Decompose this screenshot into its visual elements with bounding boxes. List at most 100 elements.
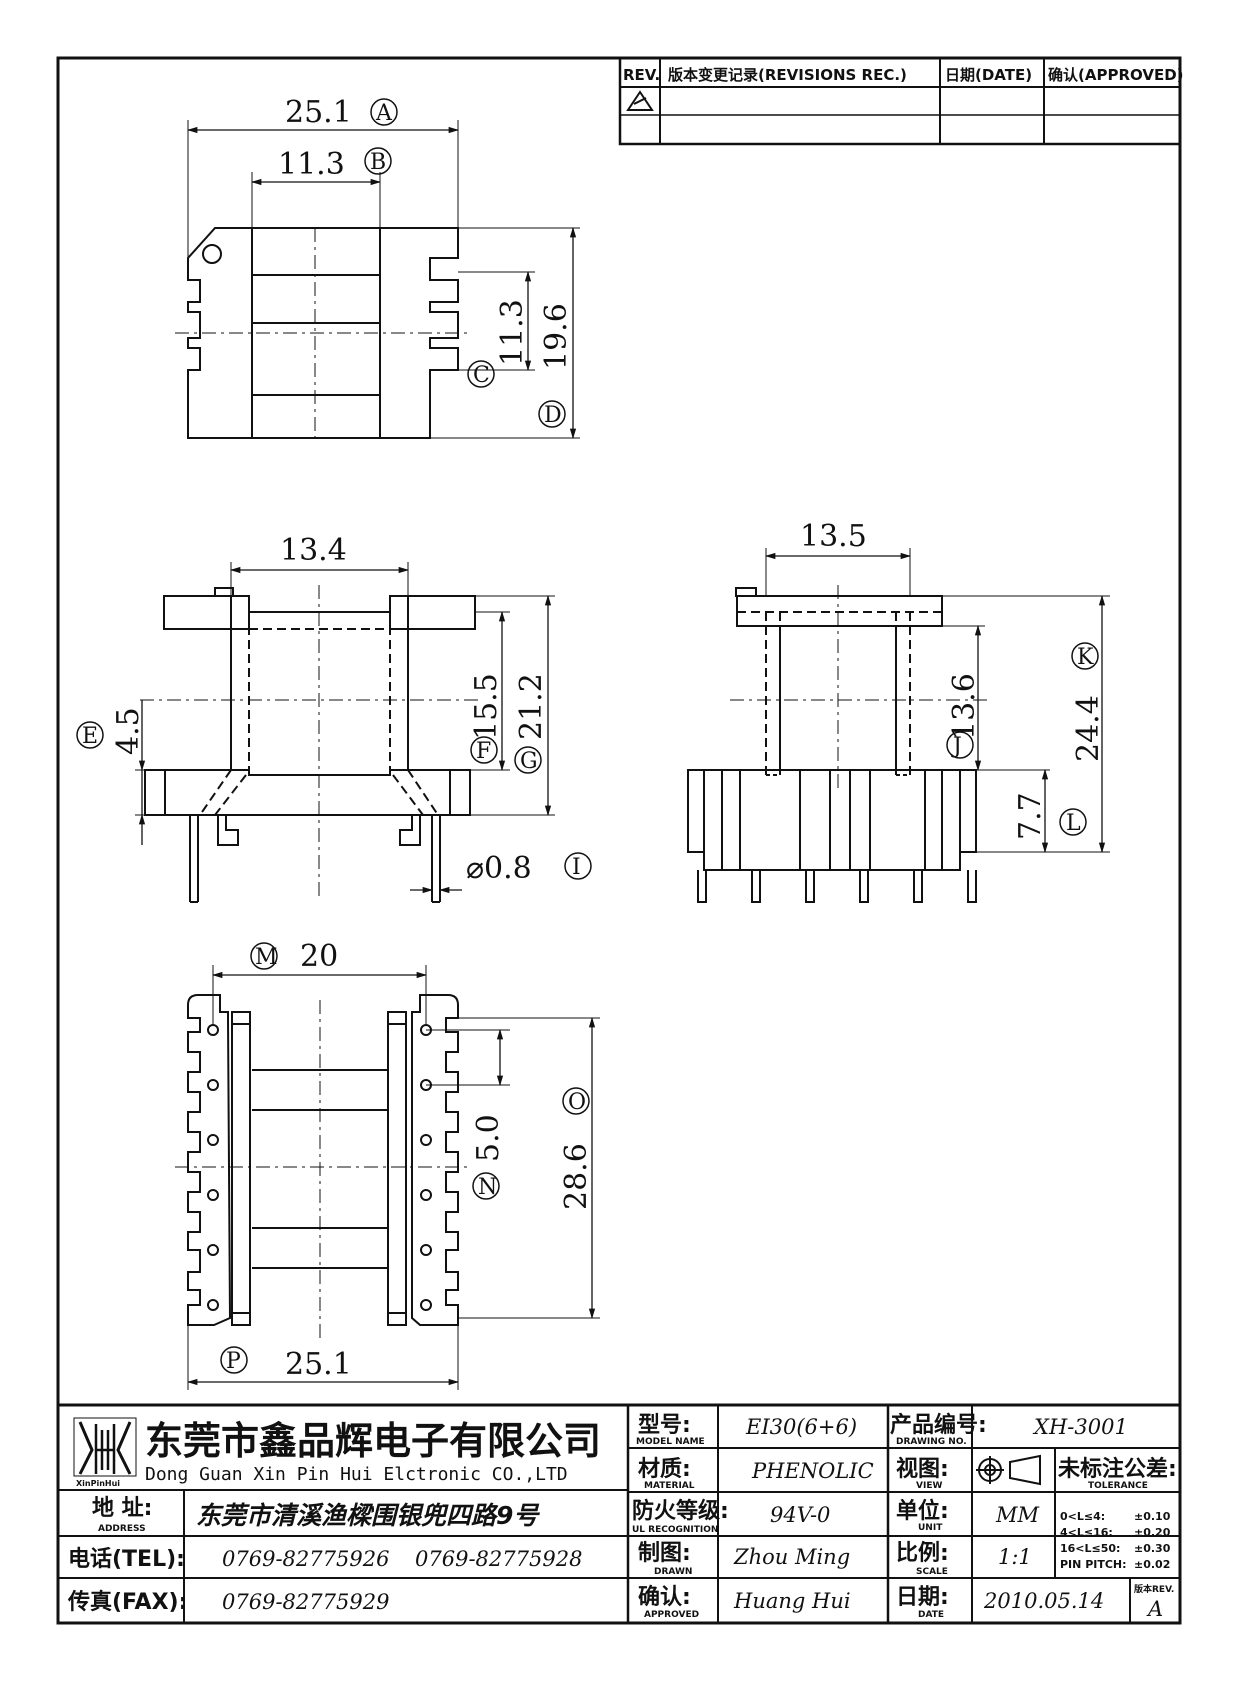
company-name-en: Dong Guan Xin Pin Hui Elctronic CO.,LTD — [145, 1464, 568, 1485]
side-pins — [697, 870, 977, 903]
unit-value: MM — [995, 1503, 1040, 1527]
dim-side-inner: 13.6 — [947, 673, 982, 740]
svg-text:K: K — [1077, 645, 1094, 670]
dim-top-inner: 11.3 — [278, 147, 345, 182]
scale-label: 比例: — [896, 1541, 949, 1566]
material-value: PHENOLIC — [751, 1459, 874, 1483]
dim-front-flange: 4.5 — [111, 707, 146, 755]
tel-label: 电话(TEL): — [68, 1547, 185, 1572]
svg-text:E: E — [82, 724, 98, 749]
date-value: 2010.05.14 — [983, 1589, 1104, 1613]
tag-c-icon: C — [467, 360, 495, 388]
material-label-en: MATERIAL — [644, 1481, 695, 1491]
tag-b-icon: B — [364, 147, 392, 175]
svg-text:C: C — [473, 363, 490, 388]
drawing-border — [56, 56, 1182, 1625]
address-label-en: ADDRESS — [98, 1524, 146, 1534]
tag-o-icon: O — [562, 1087, 590, 1115]
front-view — [135, 562, 555, 903]
svg-text:P: P — [226, 1349, 241, 1374]
dim-bottom-width: 25.1 — [285, 1347, 352, 1382]
side-view — [687, 548, 1110, 903]
scale-value: 1:1 — [998, 1545, 1032, 1569]
dim-bottom-height: 28.6 — [559, 1143, 594, 1210]
drawing-no-label: 产品编号: — [890, 1412, 987, 1438]
view-label: 视图: — [896, 1456, 949, 1482]
tag-k-icon: K — [1071, 642, 1099, 670]
drawn-label: 制图: — [638, 1541, 691, 1566]
tolerance-label-en: TOLERANCE — [1088, 1481, 1148, 1491]
tag-i-icon: I — [564, 852, 592, 880]
tel-value-2: 0769-82775928 — [415, 1547, 582, 1571]
view-label-en: VIEW — [916, 1481, 942, 1491]
tolerance-value-3: ±0.30 — [1134, 1542, 1171, 1555]
dim-pin-diameter: ⌀0.8 — [466, 851, 532, 886]
svg-text:XinPinHui: XinPinHui — [76, 1479, 120, 1488]
ul-label: 防火等级: — [632, 1498, 729, 1524]
dim-top-slot: 11.3 — [495, 299, 530, 366]
tag-l-icon: L — [1059, 808, 1087, 836]
tag-g-icon: G — [514, 746, 542, 774]
left-pin-rail — [187, 994, 232, 1326]
tel-value-1: 0769-82775926 — [222, 1547, 389, 1571]
tag-f-icon: F — [470, 736, 498, 764]
tag-e-icon: E — [76, 721, 104, 749]
revision-date-header: 日期(DATE) — [945, 66, 1032, 84]
tolerance-value-1: ±0.10 — [1134, 1510, 1171, 1523]
address-label: 地 址: — [92, 1496, 152, 1521]
svg-text:O: O — [568, 1090, 586, 1115]
dim-top-width: 25.1 — [285, 95, 352, 130]
svg-text:A: A — [375, 101, 393, 126]
dim-bottom-pin-pitch: 5.0 — [471, 1114, 506, 1162]
unit-label: 单位: — [896, 1498, 949, 1524]
tag-a-icon: A — [370, 98, 398, 126]
revision-table: REV. 版本变更记录(REVISIONS REC.) 日期(DATE) 确认(… — [618, 56, 1184, 146]
material-label: 材质: — [638, 1457, 691, 1482]
revision-triangle-icon — [626, 90, 654, 111]
tag-n-icon: N — [472, 1172, 500, 1200]
svg-text:L: L — [1066, 811, 1081, 836]
approved-label: 确认: — [638, 1584, 691, 1610]
tag-m-icon: M — [250, 942, 278, 970]
tolerance-value-4: ±0.02 — [1134, 1558, 1170, 1571]
dim-front-width: 13.4 — [280, 533, 347, 568]
drawn-value: Zhou Ming — [733, 1545, 850, 1569]
svg-text:M: M — [255, 945, 278, 970]
approved-label-en: APPROVED — [644, 1610, 699, 1620]
tolerance-range-2: 4<L≤16: — [1060, 1526, 1113, 1539]
tag-j-icon: J — [946, 731, 974, 759]
dim-top-height: 19.6 — [539, 303, 574, 370]
fax-value: 0769-82775929 — [222, 1590, 389, 1614]
company-logo: XinPinHui — [73, 1417, 137, 1488]
fax-label: 传真(FAX): — [67, 1589, 187, 1615]
revision-record-header: 版本变更记录(REVISIONS REC.) — [668, 66, 907, 84]
dim-bottom-pitch: 20 — [300, 939, 338, 974]
tag-p-icon: P — [220, 1346, 248, 1374]
dim-side-width: 13.5 — [800, 519, 867, 554]
model-value: EI30(6+6) — [745, 1415, 857, 1439]
rev-col-header: REV. — [623, 66, 660, 84]
dim-side-base: 7.7 — [1013, 792, 1048, 840]
tolerance-range-1: 0<L≤4: — [1060, 1510, 1105, 1523]
ul-value: 94V-0 — [770, 1503, 830, 1527]
drawing-no-label-en: DRAWING NO. — [896, 1437, 967, 1447]
unit-label-en: UNIT — [918, 1523, 943, 1533]
svg-text:I: I — [572, 855, 581, 880]
address-value: 东莞市清溪渔樑围银兜四路9号 — [196, 1501, 540, 1530]
bottom-view — [175, 965, 600, 1390]
projection-symbol-icon — [976, 1454, 1041, 1486]
ul-label-en: UL RECOGNITION — [632, 1525, 718, 1535]
company-name-cn: 东莞市鑫品辉电子有限公司 — [145, 1419, 601, 1463]
tolerance-range-4: PIN PITCH: — [1060, 1558, 1127, 1571]
tolerance-range-3: 16<L≤50: — [1060, 1542, 1120, 1555]
svg-text:N: N — [478, 1175, 497, 1200]
model-label: 型号: — [638, 1413, 691, 1438]
date-label: 日期: — [896, 1585, 949, 1610]
top-view — [175, 120, 580, 440]
approved-value: Huang Hui — [733, 1589, 851, 1613]
svg-text:B: B — [370, 150, 386, 175]
rev-label: 版本REV. — [1133, 1583, 1174, 1595]
dim-front-inner: 15.5 — [469, 673, 504, 740]
title-block — [58, 1403, 1180, 1623]
